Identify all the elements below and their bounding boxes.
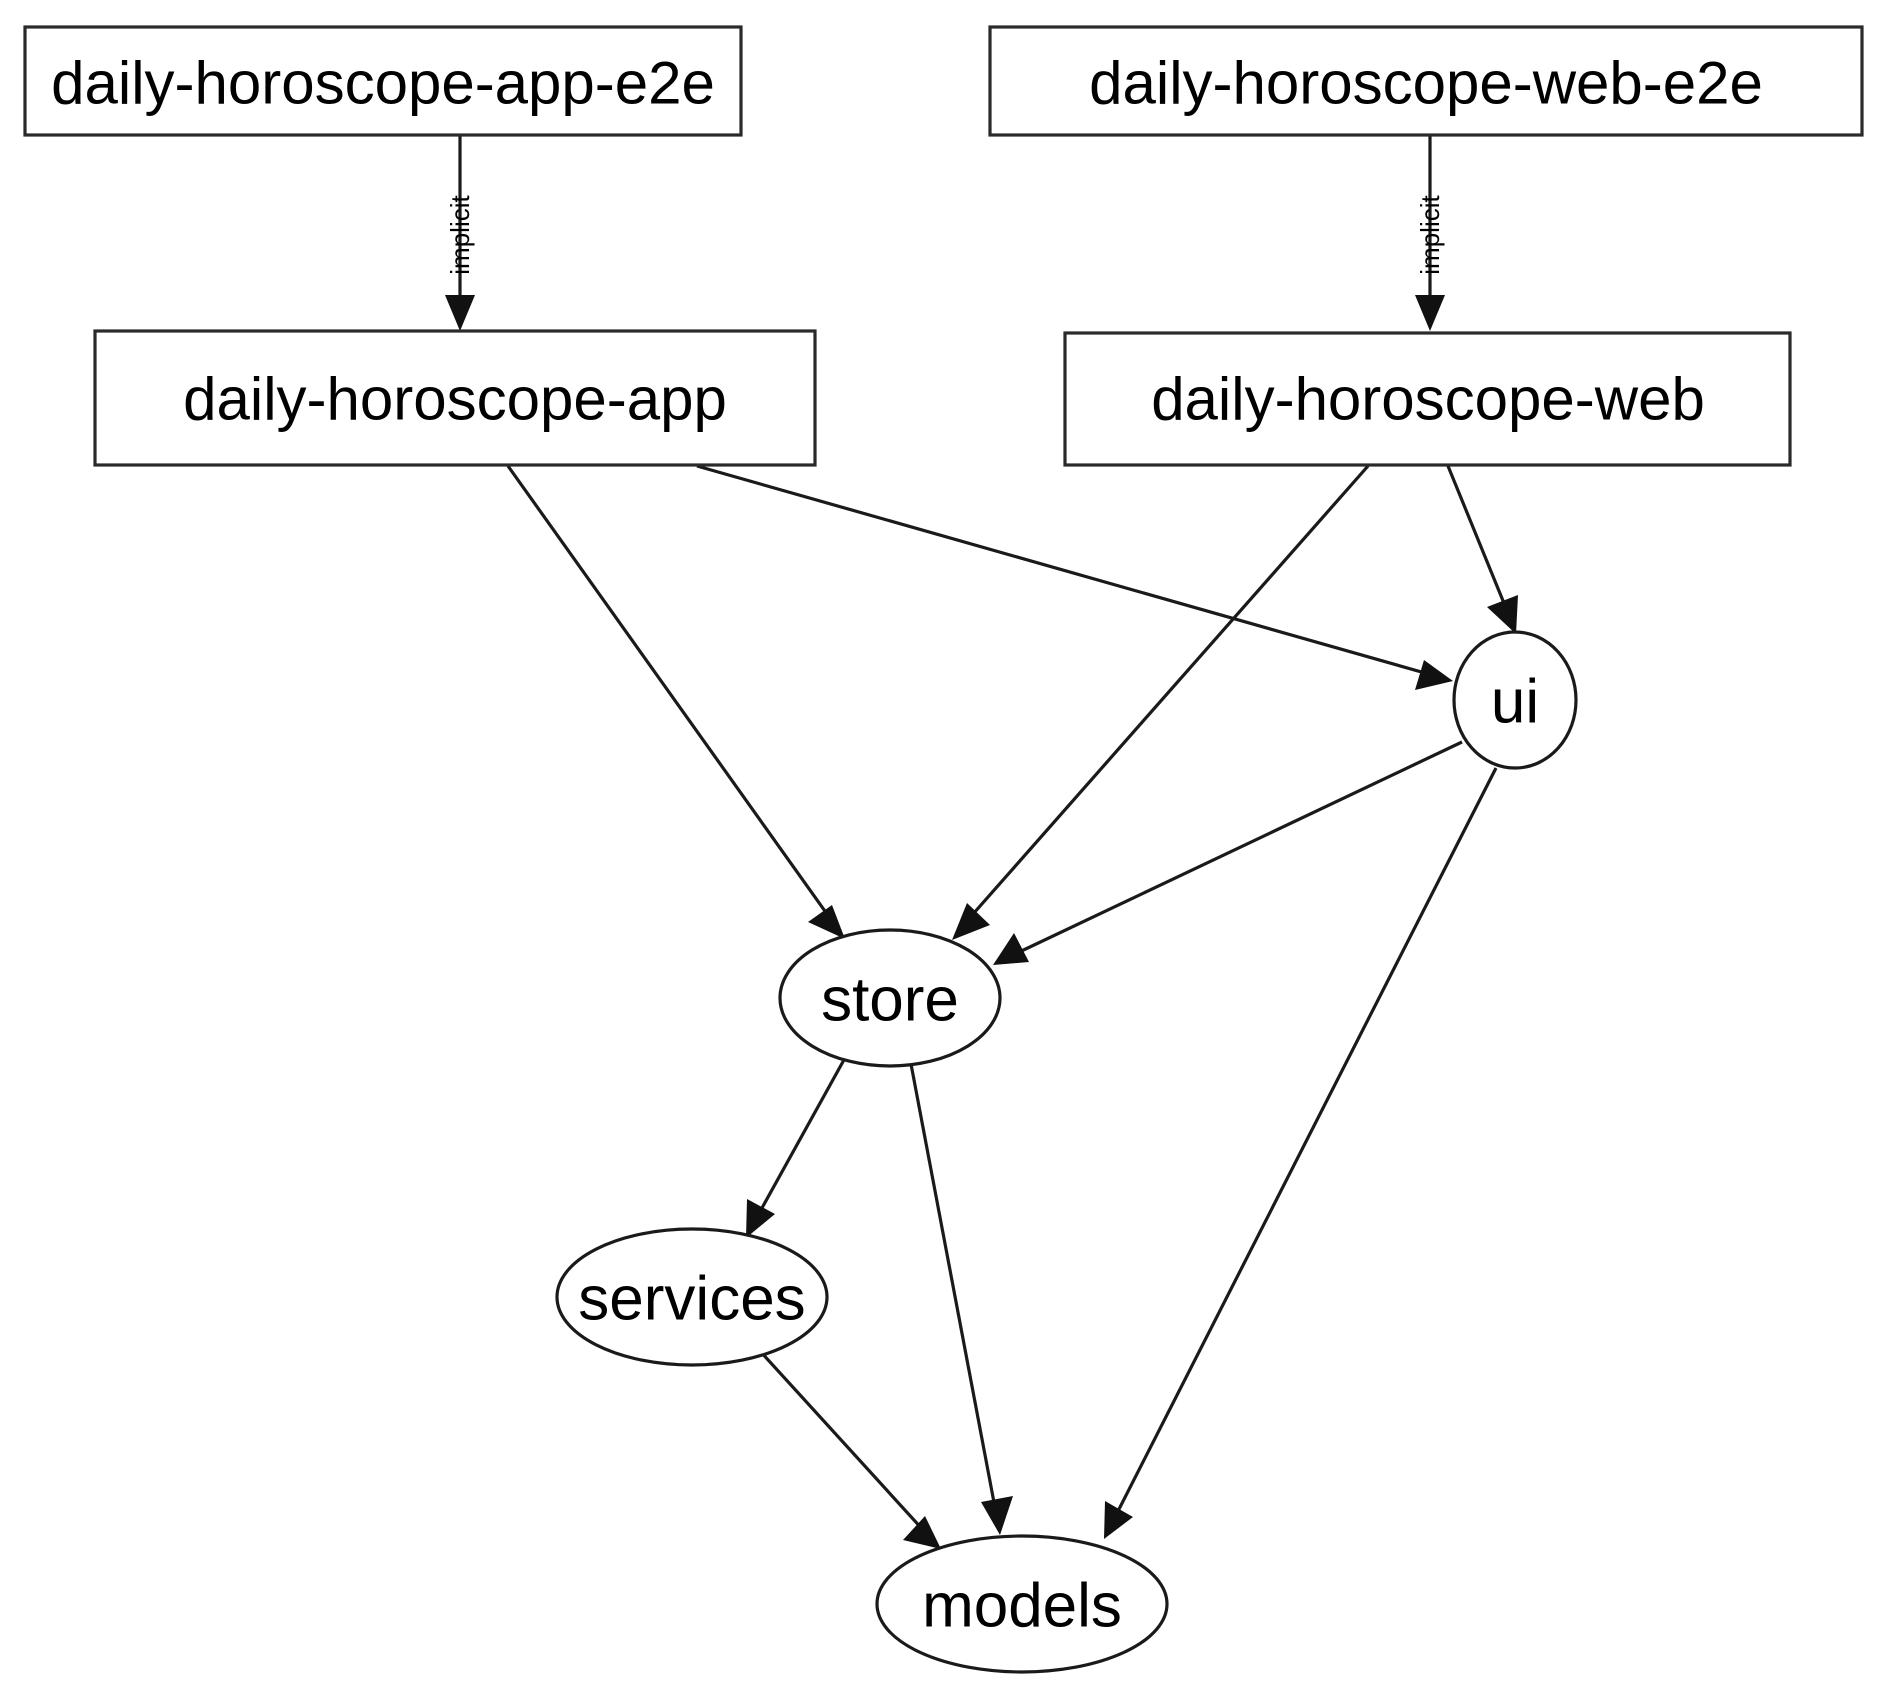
node-daily-horoscope-app-e2e[interactable]: daily-horoscope-app-e2e (23, 25, 743, 137)
node-label: models (922, 1572, 1122, 1641)
node-label: daily-horoscope-web (1151, 366, 1705, 433)
node-label: ui (1491, 668, 1539, 737)
edge-label-implicit-web: implicit (1415, 195, 1445, 275)
edge-app-to-ui[interactable] (696, 464, 1453, 690)
arrowhead-icon (993, 933, 1029, 965)
node-shape-rect (988, 25, 1864, 137)
edge-store-to-models[interactable] (909, 1063, 1013, 1535)
node-daily-horoscope-web[interactable]: daily-horoscope-web (1063, 331, 1792, 467)
edge-line (964, 464, 1370, 924)
node-shape-ellipse (1452, 630, 1578, 770)
node-daily-horoscope-app[interactable]: daily-horoscope-app (93, 329, 817, 467)
node-services[interactable]: services (555, 1227, 829, 1367)
arrowhead-icon (1415, 295, 1445, 331)
arrowhead-icon (445, 295, 475, 331)
node-shape-rect (1063, 331, 1792, 467)
node-shape-ellipse (555, 1227, 829, 1367)
arrowhead-icon (1104, 1501, 1133, 1539)
node-daily-horoscope-web-e2e[interactable]: daily-horoscope-web-e2e (988, 25, 1864, 137)
arrowhead-icon (746, 1199, 775, 1238)
node-label: store (821, 966, 959, 1035)
edge-label-implicit-app: implicit (445, 195, 475, 275)
edge-store-to-services[interactable] (746, 1057, 847, 1238)
arrowhead-icon (903, 1516, 941, 1549)
edge-line (1012, 740, 1463, 957)
node-shape-ellipse (875, 1534, 1169, 1674)
edge-line (696, 464, 1433, 677)
edge-app-e2e-to-app[interactable]: implicit (445, 136, 475, 331)
node-label: services (578, 1265, 805, 1334)
edge-ui-to-store[interactable] (993, 740, 1463, 965)
edge-line (506, 465, 834, 922)
arrowhead-icon (808, 905, 845, 939)
edge-line (909, 1063, 998, 1514)
edge-ui-to-models[interactable] (1104, 767, 1498, 1539)
edge-web-to-ui[interactable] (1446, 465, 1518, 634)
edge-line (1446, 465, 1510, 614)
edge-web-e2e-to-web[interactable]: implicit (1415, 136, 1445, 331)
edge-services-to-models[interactable] (758, 1349, 941, 1549)
node-shape-rect (93, 329, 817, 467)
edge-web-to-store[interactable] (952, 464, 1370, 940)
edge-app-to-store[interactable] (506, 465, 845, 939)
node-label: daily-horoscope-app-e2e (51, 50, 715, 117)
node-label: daily-horoscope-app (183, 366, 727, 433)
node-shape-rect (23, 25, 743, 137)
node-ui[interactable]: ui (1452, 630, 1578, 770)
nodes-layer: daily-horoscope-app-e2e daily-horoscope-… (23, 25, 1864, 1674)
node-models[interactable]: models (875, 1534, 1169, 1674)
edge-line (1112, 767, 1498, 1520)
arrowhead-icon (952, 903, 990, 940)
edges-layer: implicit implicit (445, 136, 1518, 1549)
edge-line (755, 1057, 847, 1218)
node-shape-ellipse (778, 928, 1002, 1068)
arrowhead-icon (981, 1496, 1013, 1535)
node-label: daily-horoscope-web-e2e (1089, 50, 1763, 117)
arrowhead-icon (1487, 595, 1518, 634)
edge-line (758, 1349, 926, 1533)
node-store[interactable]: store (778, 928, 1002, 1068)
arrowhead-icon (1415, 660, 1453, 690)
